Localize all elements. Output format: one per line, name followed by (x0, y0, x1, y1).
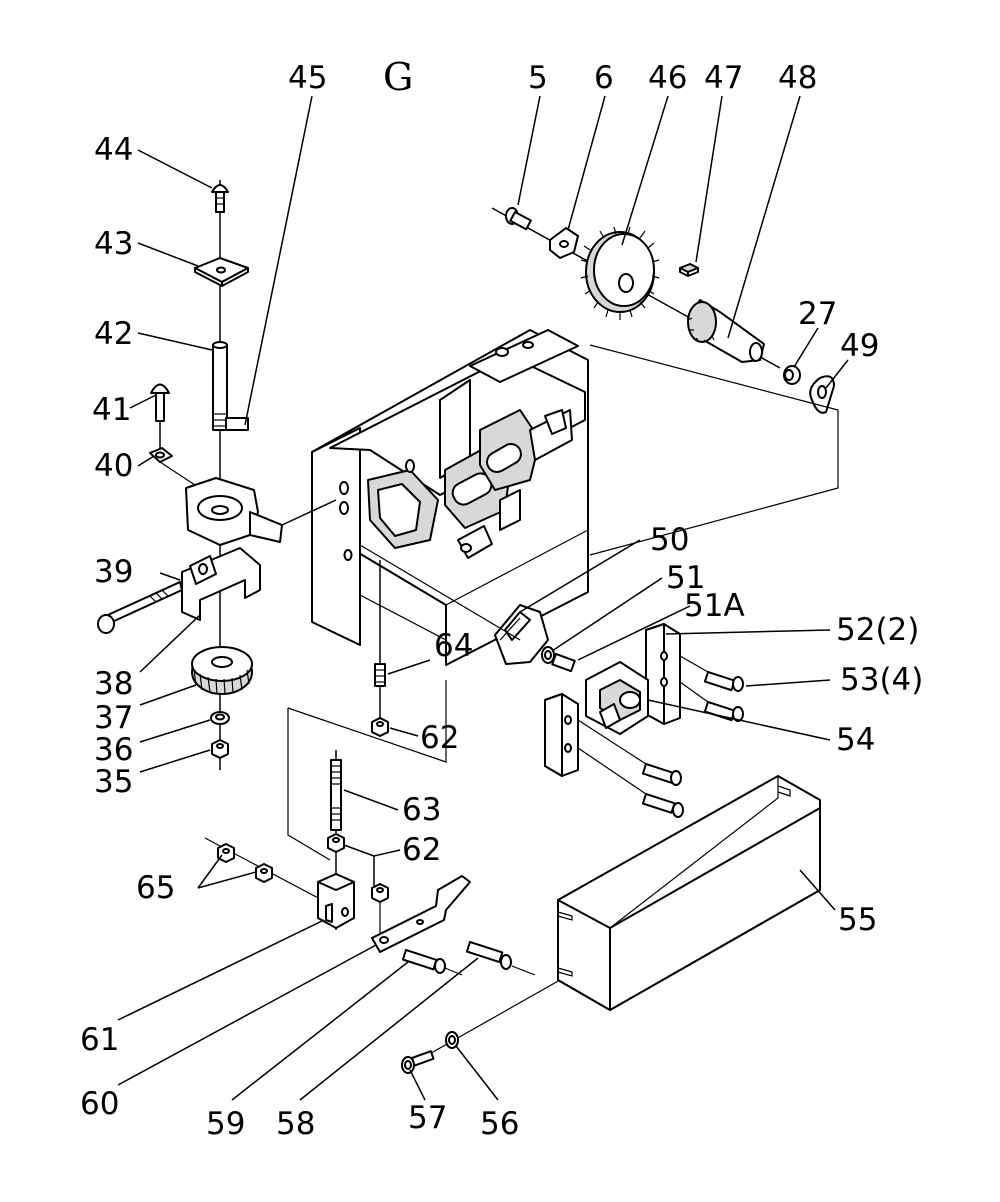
part-44-screw (211, 184, 229, 213)
gearbox-housing (311, 329, 589, 666)
part-62-nut-lower-b (371, 883, 389, 903)
part-40-cam-block (185, 477, 283, 546)
callout-53-4: 53(4) (840, 662, 923, 698)
callout-49: 49 (840, 328, 879, 364)
part-40-washer (149, 447, 173, 463)
part-53-screw-b (703, 700, 744, 722)
callout-62-upper: 62 (420, 720, 459, 756)
part-37-gear (191, 646, 253, 695)
part-53-screw-d (641, 792, 684, 818)
callout-39: 39 (94, 554, 133, 590)
part-5-screw (505, 207, 532, 231)
callout-52-2: 52(2) (836, 612, 919, 648)
part-6-spacer (549, 227, 579, 259)
callout-labels: 45 5 6 46 47 48 44 43 42 27 49 41 40 39 … (80, 60, 923, 1142)
callout-64: 64 (434, 628, 473, 664)
part-57-screw (401, 1050, 435, 1074)
callout-60: 60 (80, 1086, 119, 1122)
part-52-block-left (544, 693, 579, 777)
part-47-key (679, 263, 699, 277)
callout-40: 40 (94, 448, 133, 484)
callout-35: 35 (94, 764, 133, 800)
callout-51A: 51A (684, 588, 745, 624)
callout-48: 48 (778, 60, 817, 96)
callout-45: 45 (288, 60, 327, 96)
callout-56: 56 (480, 1106, 519, 1142)
part-65-nut-a (217, 843, 235, 863)
callout-38: 38 (94, 666, 133, 702)
callout-58: 58 (276, 1106, 315, 1142)
part-61-block (317, 873, 355, 929)
diagram-title: G (383, 55, 413, 99)
part-50-cam (494, 604, 549, 665)
part-52-block-right (645, 623, 681, 725)
callout-36: 36 (94, 732, 133, 768)
part-62-nut-upper (371, 717, 389, 737)
part-48-pinion-shaft (687, 299, 765, 363)
callout-65: 65 (136, 870, 175, 906)
callout-37: 37 (94, 700, 133, 736)
callout-47: 47 (704, 60, 743, 96)
callout-51: 51 (666, 560, 705, 596)
part-42-shaft (212, 341, 249, 431)
callout-55: 55 (838, 902, 877, 938)
part-43-plate (194, 257, 249, 287)
callout-42: 42 (94, 316, 133, 352)
part-27-collar (783, 365, 801, 385)
callout-46: 46 (648, 60, 687, 96)
callout-59: 59 (206, 1106, 245, 1142)
part-35-nut (211, 739, 229, 759)
part-64-setscrew (374, 663, 386, 687)
callout-62-lower: 62 (402, 832, 441, 868)
callout-44: 44 (94, 132, 133, 168)
callout-54: 54 (836, 722, 875, 758)
part-54-pivot-block (585, 661, 649, 735)
callout-57: 57 (408, 1100, 447, 1136)
part-60-lever (371, 875, 471, 953)
part-41-screw (150, 383, 170, 422)
leader-lines (117, 95, 849, 1101)
part-55-cover-panel (557, 774, 821, 1011)
part-38-bracket (181, 547, 261, 621)
callout-41: 41 (92, 392, 131, 428)
part-39-bolt (97, 581, 183, 634)
callout-61: 61 (80, 1022, 119, 1058)
part-51-screw (541, 646, 576, 673)
part-46-gear (580, 226, 660, 320)
part-53-screw-a (703, 671, 744, 692)
callout-63: 63 (402, 792, 441, 828)
callout-6: 6 (594, 60, 614, 96)
part-62-nut-lower-a (327, 833, 345, 853)
part-36-washer (210, 711, 230, 725)
callout-50: 50 (650, 522, 689, 558)
part-63-stud (330, 759, 342, 831)
callout-43: 43 (94, 226, 133, 262)
callout-5: 5 (528, 60, 548, 96)
callout-27: 27 (798, 296, 837, 332)
part-58-screw (465, 941, 512, 970)
part-65-nut-b (255, 863, 273, 883)
part-59-screw (401, 948, 446, 974)
part-53-screw-c (641, 762, 682, 786)
part-56-washer (445, 1031, 459, 1049)
